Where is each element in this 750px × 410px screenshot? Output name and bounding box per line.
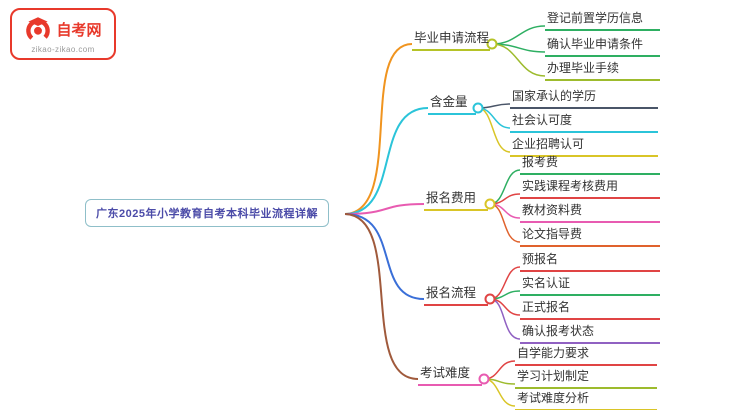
- mindmap-leaf: 教材资料费: [520, 199, 660, 223]
- mindmap-branch-label: 考试难度: [418, 360, 482, 386]
- mindmap-leaf: 办理毕业手续: [545, 57, 660, 81]
- mindmap-leaf: 确认毕业申请条件: [545, 33, 660, 57]
- site-logo: 自考网 zikao-zikao.com: [10, 8, 116, 60]
- mindmap-branch-label: 报名费用: [424, 185, 488, 211]
- mindmap-leaf: 考试难度分析: [515, 387, 657, 410]
- leaf-connector: [489, 298, 521, 340]
- branch-junction-dot: [484, 198, 496, 210]
- logo-title: 自考网: [56, 21, 102, 39]
- central-topic: 广东2025年小学教育自考本科毕业流程详解: [85, 199, 329, 227]
- branch-junction-dot: [486, 38, 498, 50]
- leaf-connector: [483, 378, 516, 407]
- mindmap-branch-label: 含金量: [428, 89, 476, 115]
- leaf-connector: [489, 203, 521, 243]
- mindmap-leaf: 实名认证: [520, 272, 660, 296]
- mindmap-leaf: 企业招聘认可: [510, 133, 658, 157]
- mindmap-leaf: 学习计划制定: [515, 365, 657, 389]
- leaf-connector: [491, 25, 546, 45]
- mindmap-leaf: 正式报名: [520, 296, 660, 320]
- logo-icon: [26, 17, 51, 43]
- mindmap-leaf: 社会认可度: [510, 109, 658, 133]
- branch-curve: [344, 203, 425, 215]
- leaf-connector: [477, 107, 511, 129]
- logo-domain: zikao-zikao.com: [31, 45, 95, 54]
- branch-curve: [344, 213, 419, 380]
- branch-curve: [344, 107, 429, 215]
- mindmap-branch-label: 毕业申请流程: [412, 25, 490, 51]
- branch-curve: [344, 43, 413, 215]
- branch-curve: [344, 213, 425, 300]
- mindmap-leaf: 国家承认的学历: [510, 85, 658, 109]
- branch-junction-dot: [472, 102, 484, 114]
- mindmap-branch-label: 报名流程: [424, 280, 488, 306]
- mindmap-leaf: 登记前置学历信息: [545, 7, 660, 31]
- mindmap-leaf: 报考费: [520, 151, 660, 175]
- branch-junction-dot: [484, 293, 496, 305]
- mindmap-leaf: 自学能力要求: [515, 342, 657, 366]
- mindmap-leaf: 实践课程考核费用: [520, 175, 660, 199]
- branch-junction-dot: [478, 373, 490, 385]
- leaf-connector: [491, 43, 546, 77]
- logo-row: 自考网: [24, 15, 102, 43]
- mindmap-leaf: 论文指导费: [520, 223, 660, 247]
- leaf-connector: [477, 107, 511, 153]
- mindmap-leaf: 确认报考状态: [520, 320, 660, 344]
- mindmap-leaf: 预报名: [520, 248, 660, 272]
